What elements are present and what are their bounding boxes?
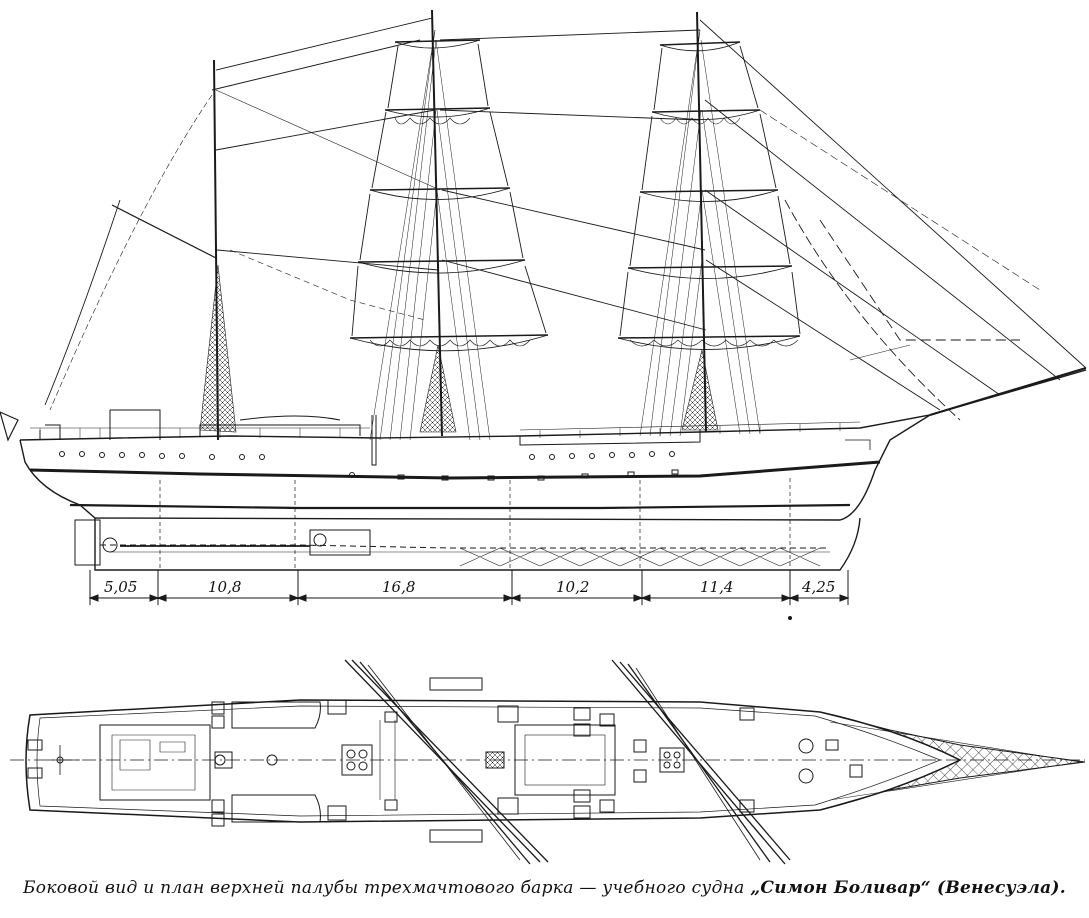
- deck-plan-yards: [344, 659, 791, 865]
- staysails: [44, 17, 1087, 421]
- dim-label-5: 11,4: [700, 578, 733, 596]
- masts: [213, 9, 1087, 441]
- hull: [0, 369, 1087, 571]
- dimension-labels: 5,05 10,8 16,8 10,2 11,4 4,25: [104, 578, 835, 596]
- deck-plan: [10, 659, 1086, 865]
- dim-label-1: 5,05: [104, 578, 137, 596]
- caption-main: Боковой вид и план верхней палубы трехма…: [23, 878, 751, 898]
- lifeboat-port: [231, 701, 321, 729]
- shrouds: [199, 29, 761, 441]
- bowsprit-net: [819, 711, 1086, 811]
- side-view: [0, 9, 1087, 620]
- dim-label-6: 4,25: [801, 578, 835, 596]
- lifeboat-starboard: [231, 794, 321, 823]
- yards: [111, 39, 801, 339]
- square-sails: [349, 39, 801, 352]
- dim-label-4: 10,2: [556, 578, 589, 596]
- dimension-line: [88, 570, 850, 620]
- dim-label-2: 10,8: [208, 578, 241, 596]
- caption-ship-name: „Симон Боливар“: [750, 878, 931, 898]
- portholes: [59, 451, 679, 481]
- figure-caption: Боковой вид и план верхней палубы трехма…: [0, 878, 1089, 898]
- caption-country: (Венесуэла).: [930, 878, 1066, 898]
- dim-label-3: 16,8: [382, 578, 415, 596]
